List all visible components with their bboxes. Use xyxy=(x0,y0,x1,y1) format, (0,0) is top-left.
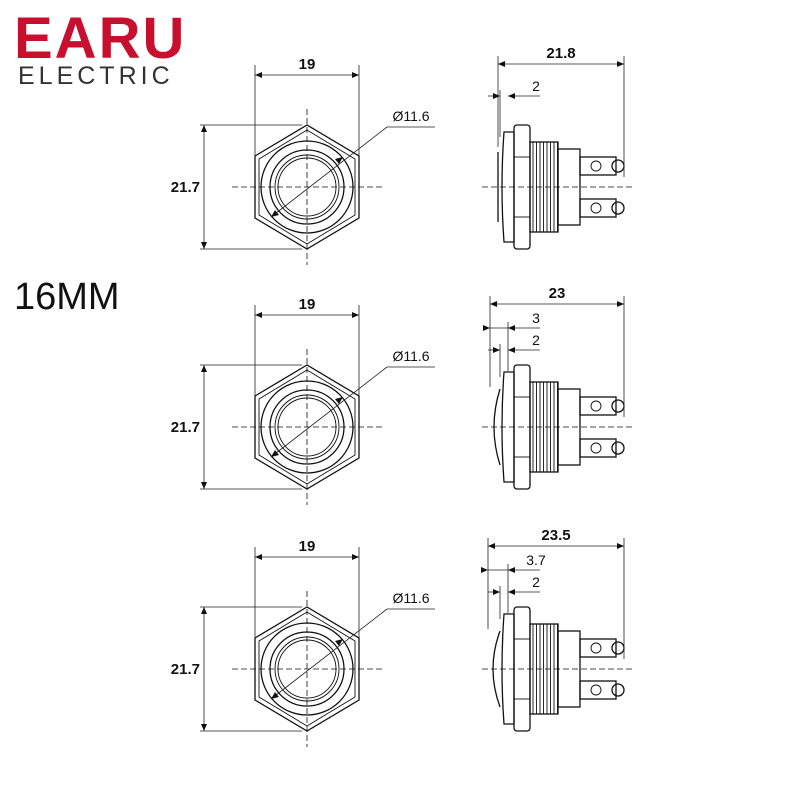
front-view: Ø11.6 19 21.7 xyxy=(171,538,435,747)
dimension-arrow xyxy=(255,554,262,560)
flange-label: 2 xyxy=(532,78,540,94)
bezel-flange xyxy=(501,613,515,725)
flange-label: 2 xyxy=(532,574,540,590)
terminal-1 xyxy=(579,638,617,658)
dimension-arrow xyxy=(201,365,207,372)
dimension-arrow xyxy=(352,554,359,560)
dimension-arrow xyxy=(335,639,343,646)
terminal-screw xyxy=(590,400,602,412)
diameter-label: Ø11.6 xyxy=(392,590,429,606)
terminal-screw xyxy=(590,442,602,454)
terminal-1 xyxy=(579,396,617,416)
hex-nut-outline xyxy=(254,124,360,250)
dimension-arrow xyxy=(352,72,359,78)
brand-subtitle: ELECTRIC xyxy=(18,62,174,90)
dimension-arrow xyxy=(271,210,279,217)
terminal-screw xyxy=(590,202,602,214)
dimension-arrow xyxy=(201,724,207,731)
terminal-1 xyxy=(579,156,617,176)
dimension-arrow xyxy=(481,567,488,573)
terminal-cap xyxy=(611,399,625,413)
flange-label: 2 xyxy=(532,332,540,348)
diameter-leader xyxy=(270,126,388,218)
terminal-screw xyxy=(590,684,602,696)
dimension-arrow xyxy=(352,312,359,318)
diameter-leader xyxy=(270,608,388,700)
bezel-flange xyxy=(501,371,515,483)
dimension-arrow xyxy=(508,589,515,595)
terminal-2 xyxy=(579,680,617,700)
dimension-arrow xyxy=(617,301,624,307)
terminal-cap xyxy=(611,201,625,215)
dimension-arrow xyxy=(201,242,207,249)
dimension-arrow xyxy=(493,93,500,99)
terminal-screw xyxy=(590,160,602,172)
terminal-screw xyxy=(590,642,602,654)
bezel-flange xyxy=(501,131,515,243)
dimension-arrow xyxy=(508,93,515,99)
terminal-cap xyxy=(611,683,625,697)
dimension-arrow xyxy=(493,589,500,595)
head-label: 3 xyxy=(532,310,540,326)
drawing-row-2: Ø11.6 19 21.7 23 3 2 xyxy=(171,285,632,505)
hex-nut-outline xyxy=(254,606,360,732)
terminal-2 xyxy=(579,438,617,458)
dimension-arrow xyxy=(508,347,515,353)
dimension-arrow xyxy=(255,312,262,318)
diameter-label: Ø11.6 xyxy=(392,108,429,124)
terminal-cap xyxy=(611,441,625,455)
terminal-2 xyxy=(579,198,617,218)
head-label: 3.7 xyxy=(526,552,546,568)
dimension-arrow xyxy=(617,543,624,549)
dimension-arrow xyxy=(271,450,279,457)
dimension-arrow xyxy=(201,607,207,614)
front-view: Ø11.6 19 21.7 xyxy=(171,296,435,505)
height-label: 21.7 xyxy=(171,179,200,196)
drawing-row-3: Ø11.6 19 21.7 23.5 3.7 2 xyxy=(171,527,632,747)
length-label: 23.5 xyxy=(541,527,570,544)
dimension-arrow xyxy=(488,543,495,549)
hex-nut-outline xyxy=(254,364,360,490)
front-view: Ø11.6 19 21.7 xyxy=(171,56,435,265)
length-label: 23 xyxy=(549,285,566,302)
diameter-leader xyxy=(270,366,388,458)
height-label: 21.7 xyxy=(171,419,200,436)
terminal-cap xyxy=(611,159,625,173)
width-label: 19 xyxy=(299,538,316,555)
dimension-arrow xyxy=(617,61,624,67)
dimension-arrow xyxy=(493,347,500,353)
diameter-label: Ø11.6 xyxy=(392,348,429,364)
dimension-arrow xyxy=(498,61,505,67)
width-label: 19 xyxy=(299,56,316,73)
size-label: 16MM xyxy=(14,276,120,318)
width-label: 19 xyxy=(299,296,316,313)
dimension-arrow xyxy=(201,482,207,489)
dimension-arrow xyxy=(335,397,343,404)
length-label: 21.8 xyxy=(546,45,575,62)
dimension-arrow xyxy=(335,157,343,164)
dimension-arrow xyxy=(201,125,207,132)
brand-logo: EARU xyxy=(14,6,187,71)
dimension-arrow xyxy=(508,325,515,331)
side-view: 21.82 xyxy=(482,45,632,250)
side-view: 23 3 2 xyxy=(482,285,632,490)
terminal-cap xyxy=(611,641,625,655)
dimension-arrow xyxy=(508,567,515,573)
side-view: 23.5 3.7 2 xyxy=(481,527,632,732)
dimension-arrow xyxy=(271,692,279,699)
dimension-arrow xyxy=(255,72,262,78)
dimension-arrow xyxy=(483,325,490,331)
height-label: 21.7 xyxy=(171,661,200,678)
dimension-arrow xyxy=(490,301,497,307)
